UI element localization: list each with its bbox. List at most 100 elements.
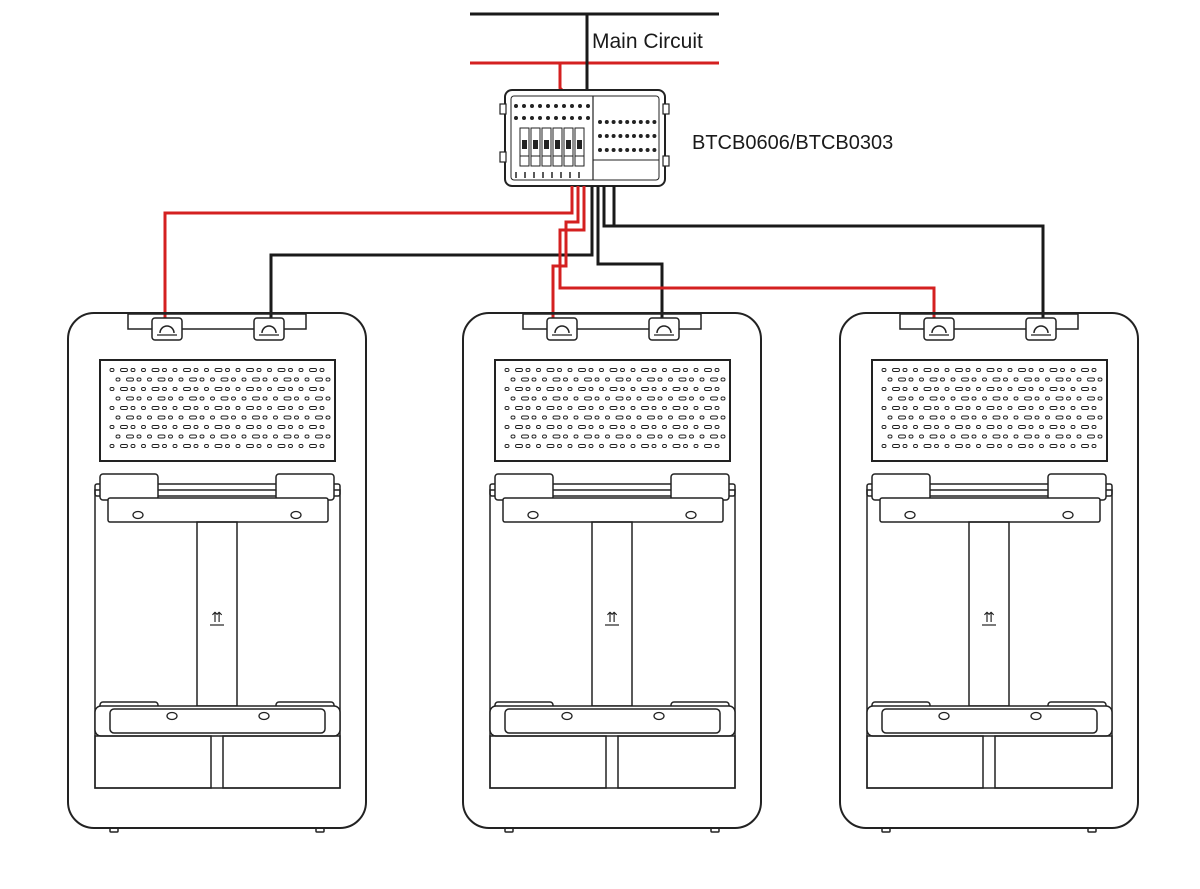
vent-slot [521,415,529,420]
vent-slot [578,368,586,372]
vent-slot [1049,406,1058,410]
vent-slot [1055,396,1064,401]
vent-slot [504,425,510,429]
wire-positive-battery-3 [558,186,936,328]
vent-slot [309,444,317,448]
vent-slot [204,444,209,448]
vent-slot [714,387,720,391]
vent-slot [235,425,241,429]
vent-slot [1049,425,1058,429]
vent-slot [923,444,932,448]
vent-slot [976,387,981,391]
combiner-busbar-screw [604,134,609,138]
vent-slot [672,406,681,410]
vent-slot [986,425,995,429]
vent-slot [689,377,694,382]
vent-slot [898,396,906,401]
vent-slot [178,377,184,382]
vent-slot [710,415,718,420]
vent-slot [304,415,310,420]
vent-slot [531,415,537,420]
vent-slot [662,406,667,410]
vent-slot [720,415,726,420]
combiner-busbar-screw [632,148,636,152]
vent-slot [210,377,215,382]
vent-slot [976,406,981,410]
vent-slot [231,377,236,382]
vent-slot [1034,415,1040,420]
vent-slot [1024,434,1032,439]
vent-slot [235,368,241,372]
vent-slot [1045,434,1050,439]
vent-slot [594,396,600,401]
vent-slot [630,444,636,448]
vent-slot [584,434,592,439]
vent-slot [319,368,325,372]
vent-slot [678,377,687,382]
vent-slot [1039,406,1044,410]
vent-slot [929,377,938,382]
combiner-terminal-screw [586,116,590,120]
vent-slot [923,406,932,410]
vent-slot [1024,377,1032,382]
vent-slot [567,406,573,410]
vent-slot [162,425,167,429]
battery-negative-terminal [648,317,680,341]
vent-slot [678,396,687,401]
vent-slot [557,368,562,372]
vent-slot [309,406,317,410]
vent-slot [277,406,286,410]
vent-slot [120,406,128,410]
combiner-terminal-screw [554,116,558,120]
vent-slot [647,377,655,382]
vent-slot [651,425,657,429]
vent-slot [214,425,223,429]
vent-slot [315,396,323,401]
vent-slot [573,396,579,401]
combiner-terminal-screw [586,104,590,108]
vent-slot [147,396,152,401]
terminal-lug [159,325,175,334]
terminal-lug [656,325,672,334]
vent-slot [214,406,223,410]
vent-slot [204,387,209,391]
vent-slot [267,368,272,372]
combiner-busbar-screw [598,120,602,124]
vent-slot [1007,444,1013,448]
vent-slot [283,377,292,382]
vent-slot [976,368,981,372]
vent-slot [298,425,304,429]
vent-slot [971,415,977,420]
vent-slot [683,444,688,448]
vent-slot [267,425,272,429]
vent-slot [256,387,262,391]
vent-slot [594,434,600,439]
vent-slot [689,396,694,401]
battery-cell-left [94,735,212,789]
combiner-details [514,104,657,178]
vent-slot [594,415,600,420]
vent-slot [319,444,325,448]
vent-slot [246,368,254,372]
vent-slot [126,415,134,420]
vent-slot [536,387,541,391]
vent-slot [919,396,924,401]
vent-slot [662,368,667,372]
vent-slot [567,444,573,448]
vent-slot [578,387,586,391]
battery-upper-bracket [94,483,341,497]
vent-slot [944,368,950,372]
wire-negative-battery-1 [269,186,594,328]
vent-slot [525,406,531,410]
vent-slot [298,368,304,372]
battery-lower-plate [109,708,326,734]
vent-slot [183,444,191,448]
battery-cell-right [222,735,341,789]
mount-hole [1062,510,1074,520]
vent-slot [588,444,594,448]
vent-slot [298,444,304,448]
combiner-terminal-screw [570,104,574,108]
combiner-breaker-toggle [533,140,538,149]
vent-slot [1060,444,1065,448]
